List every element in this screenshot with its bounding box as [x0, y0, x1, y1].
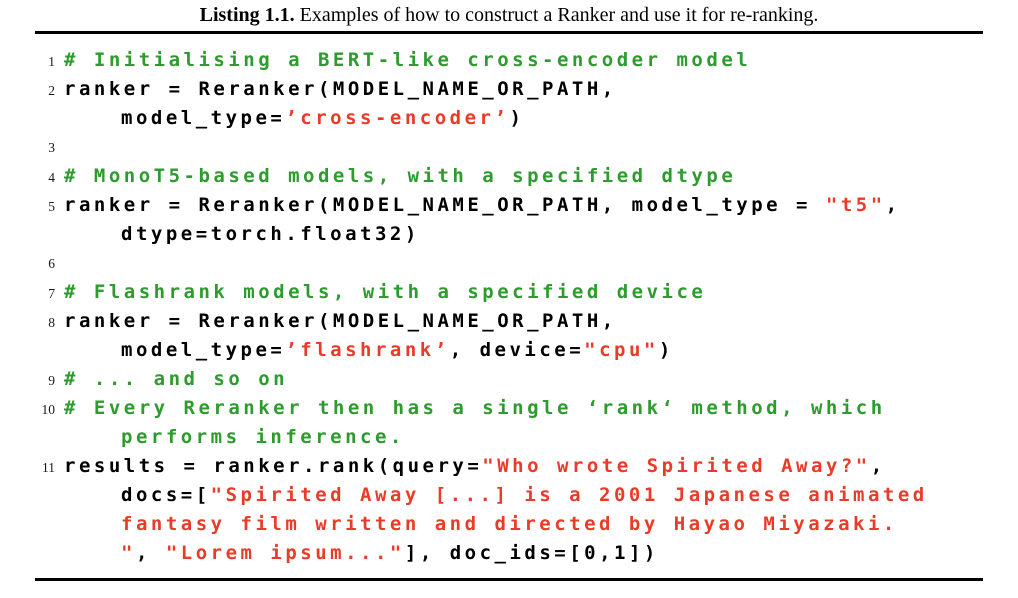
code-line: fantasy film written and directed by Hay…	[0, 510, 1018, 539]
code-text: # Initialising a BERT-like cross-encoder…	[64, 46, 751, 75]
code-text: ranker = Reranker(MODEL_NAME_OR_PATH, mo…	[64, 191, 901, 220]
code-line: 7 # Flashrank models, with a specified de…	[0, 278, 1018, 307]
code-segment-code: results = ranker.rank(query=	[64, 455, 483, 477]
code-line: model_type=’cross-encoder’)	[0, 104, 1018, 133]
code-segment-code: ,	[135, 542, 166, 564]
code-segment-code: ,	[870, 455, 886, 477]
code-text: ranker = Reranker(MODEL_NAME_OR_PATH,	[64, 75, 617, 104]
code-text: results = ranker.rank(query="Who wrote S…	[64, 452, 886, 481]
listing-caption: Listing 1.1. Examples of how to construc…	[0, 4, 1018, 27]
code-segment-comment: # Every Reranker then has a single ‘rank…	[64, 397, 886, 419]
code-segment-code: ], doc_ids=[0,1])	[404, 542, 659, 564]
code-line: ", "Lorem ipsum..."], doc_ids=[0,1])	[0, 539, 1018, 568]
code-segment-code: )	[509, 107, 525, 129]
code-segment-string: "	[121, 542, 136, 564]
code-line: 6	[0, 249, 1018, 278]
code-line: 4 # MonoT5-based models, with a specified…	[0, 162, 1018, 191]
code-segment-code: ranker = Reranker(MODEL_NAME_OR_PATH,	[64, 310, 617, 332]
line-number: 8	[48, 315, 55, 330]
code-line: 9 # ... and so on	[0, 365, 1018, 394]
code-line: 3	[0, 133, 1018, 162]
code-segment-string: "Lorem ipsum..."	[165, 542, 405, 564]
listing-caption-label: Listing 1.1.	[199, 4, 295, 26]
code-segment-string: "cpu"	[584, 339, 659, 361]
code-text: model_type=’cross-encoder’)	[64, 104, 524, 133]
code-line: docs=["Spirited Away [...] is a 2001 Jap…	[0, 481, 1018, 510]
listing-caption-text: Examples of how to construct a Ranker an…	[294, 4, 819, 26]
code-segment-string: ’cross-encoder’	[285, 107, 510, 129]
code-segment-code: ranker = Reranker(MODEL_NAME_OR_PATH,	[64, 78, 617, 100]
code-text: # ... and so on	[64, 365, 288, 394]
code-line: 1 # Initialising a BERT-like cross-encode…	[0, 46, 1018, 75]
code-line: 5 ranker = Reranker(MODEL_NAME_OR_PATH, m…	[0, 191, 1018, 220]
line-number: 10	[41, 402, 56, 417]
code-text: # MonoT5-based models, with a specified …	[64, 162, 736, 191]
code-segment-comment: performs inference.	[121, 426, 405, 448]
line-number: 7	[48, 286, 55, 301]
code-segment-code: model_type=	[121, 339, 286, 361]
line-number: 1	[48, 54, 55, 69]
code-text: # Flashrank models, with a specified dev…	[64, 278, 706, 307]
code-segment-string: fantasy film written and directed by Hay…	[121, 513, 898, 535]
code-segment-string: "Who wrote Spirited Away?"	[482, 455, 871, 477]
code-text: # Every Reranker then has a single ‘rank…	[64, 394, 886, 423]
bottom-rule	[35, 578, 983, 581]
code-segment-string: ’flashrank’	[285, 339, 450, 361]
code-text: performs inference.	[64, 423, 405, 452]
code-line: performs inference.	[0, 423, 1018, 452]
code-line: 10 # Every Reranker then has a single ‘ra…	[0, 394, 1018, 423]
line-number: 9	[48, 373, 55, 388]
code-segment-string: "Spirited Away [...] is a 2001 Japanese …	[210, 484, 928, 506]
code-segment-comment: # Flashrank models, with a specified dev…	[64, 281, 707, 303]
code-text: fantasy film written and directed by Hay…	[64, 510, 898, 539]
code-segment-code: ranker = Reranker(MODEL_NAME_OR_PATH, mo…	[64, 194, 826, 216]
code-text: ranker = Reranker(MODEL_NAME_OR_PATH,	[64, 307, 617, 336]
code-segment-string: "t5"	[825, 194, 886, 216]
code-segment-code: )	[658, 339, 674, 361]
code-text: model_type=’flashrank’, device="cpu")	[64, 336, 674, 365]
line-number: 4	[48, 170, 55, 185]
line-number: 5	[48, 199, 55, 214]
code-text: dtype=torch.float32)	[64, 220, 420, 249]
code-segment-comment: # MonoT5-based models, with a specified …	[64, 165, 737, 187]
code-segment-code: dtype=torch.float32)	[121, 223, 420, 245]
line-number: 3	[48, 140, 55, 155]
code-segment-comment: # Initialising a BERT-like cross-encoder…	[64, 49, 752, 71]
code-text: docs=["Spirited Away [...] is a 2001 Jap…	[64, 481, 928, 510]
code-text: ", "Lorem ipsum..."], doc_ids=[0,1])	[64, 539, 659, 568]
line-number: 6	[48, 256, 55, 271]
code-line: 2 ranker = Reranker(MODEL_NAME_OR_PATH,	[0, 75, 1018, 104]
code-segment-code: model_type=	[121, 107, 286, 129]
code-line: 8 ranker = Reranker(MODEL_NAME_OR_PATH,	[0, 307, 1018, 336]
code-segment-comment: # ... and so on	[64, 368, 289, 390]
line-number: 11	[42, 460, 55, 475]
code-segment-code: docs=[	[121, 484, 211, 506]
code-segment-code: , device=	[449, 339, 585, 361]
top-rule	[35, 31, 983, 34]
code-line: 11 results = ranker.rank(query="Who wrote…	[0, 452, 1018, 481]
line-number: 2	[48, 83, 55, 98]
code-listing: 1 # Initialising a BERT-like cross-encode…	[0, 46, 1018, 568]
code-line: dtype=torch.float32)	[0, 220, 1018, 249]
code-line: model_type=’flashrank’, device="cpu")	[0, 336, 1018, 365]
code-segment-code: ,	[885, 194, 901, 216]
